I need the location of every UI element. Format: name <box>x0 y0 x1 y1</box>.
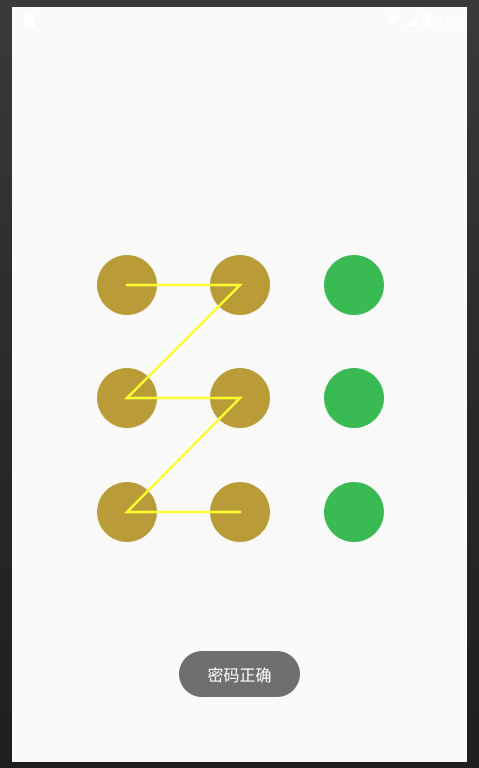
pattern-lock-canvas[interactable] <box>12 7 467 762</box>
pattern-lock[interactable] <box>12 7 467 762</box>
password-correct-toast: 密码正确 <box>179 651 300 697</box>
pattern-path-line <box>123 283 244 514</box>
battery-icon <box>422 13 431 27</box>
status-icons: 3:00 <box>386 12 461 28</box>
sim-card-icon <box>24 13 35 28</box>
status-time: 3:00 <box>435 12 461 28</box>
status-bar: 3:00 <box>12 7 467 33</box>
wifi-icon <box>386 15 401 25</box>
pattern-node-3[interactable] <box>324 255 384 315</box>
pattern-node-6[interactable] <box>324 368 384 428</box>
app-screen: 3:00 密码正确 <box>12 7 467 762</box>
pattern-node-9[interactable] <box>324 482 384 542</box>
